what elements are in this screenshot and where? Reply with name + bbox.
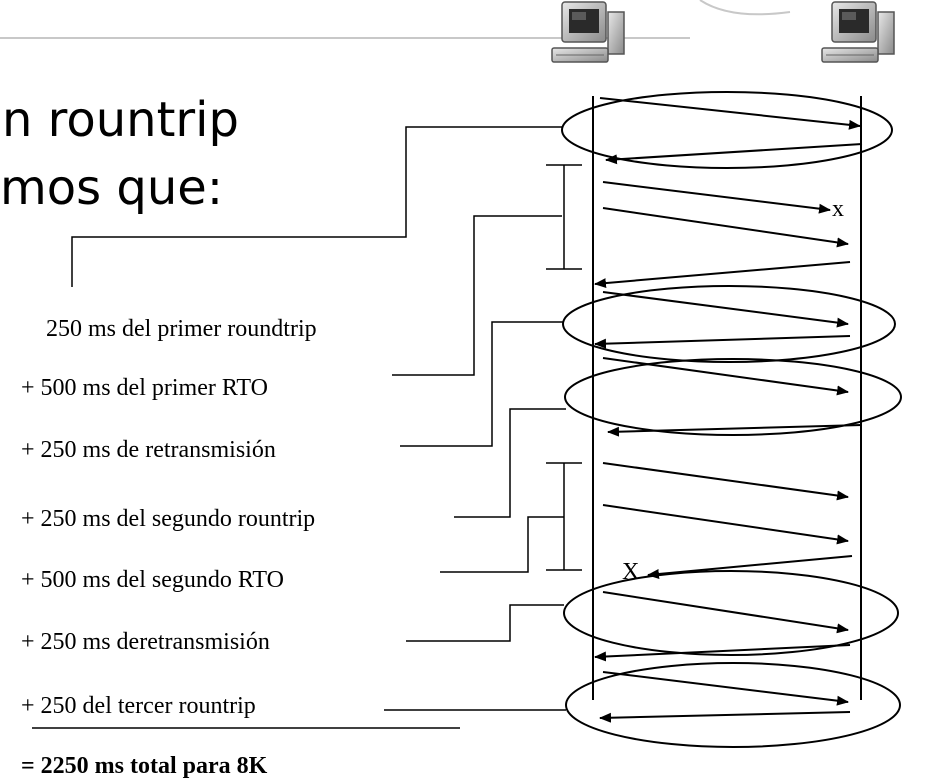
breakdown-item: + 250 ms deretransmisión bbox=[21, 629, 270, 655]
lost-segment-arrow bbox=[602, 181, 831, 214]
loss-marker: X bbox=[622, 559, 639, 585]
breakdown-item: + 250 del tercer rountrip bbox=[21, 693, 256, 719]
connector-rto-2 bbox=[440, 516, 564, 573]
segment-arrow bbox=[602, 291, 849, 328]
connector-rto-1 bbox=[392, 215, 562, 376]
computer-icon bbox=[821, 1, 895, 63]
connector-retransmission-1 bbox=[400, 321, 563, 447]
breakdown-item: + 250 ms de retransmisión bbox=[21, 437, 276, 463]
segment-arrow bbox=[602, 671, 849, 706]
title-line-2: mos que: bbox=[0, 160, 223, 216]
roundtrip-ellipse-4 bbox=[563, 570, 899, 656]
ack-arrow bbox=[594, 261, 851, 289]
roundtrip-ellipse-2 bbox=[562, 285, 896, 363]
breakdown-item: + 500 ms del segundo RTO bbox=[21, 567, 284, 593]
segment-arrow bbox=[602, 357, 849, 396]
slide-corner-arc bbox=[699, 0, 791, 16]
breakdown-item: + 250 ms del segundo rountrip bbox=[21, 506, 315, 532]
breakdown-item: + 500 ms del primer RTO bbox=[21, 375, 268, 401]
ack-arrow bbox=[594, 644, 851, 662]
connector-roundtrip-2 bbox=[454, 408, 566, 518]
ack-arrow bbox=[599, 711, 851, 723]
connector-retransmission-2 bbox=[406, 604, 564, 642]
ack-arrow bbox=[607, 424, 863, 437]
total-label: = 2250 ms total para 8K bbox=[21, 753, 268, 779]
loss-marker: x bbox=[832, 196, 844, 222]
title-line-1: n rountrip bbox=[2, 92, 239, 148]
roundtrip-ellipse-3 bbox=[564, 358, 902, 436]
segment-arrow bbox=[599, 97, 861, 130]
roundtrip-ellipse-1 bbox=[561, 91, 893, 169]
segment-arrow bbox=[602, 591, 849, 634]
breakdown-item: 250 ms del primer roundtrip bbox=[46, 316, 317, 342]
ack-arrow bbox=[605, 143, 863, 165]
lost-ack-arrow bbox=[647, 555, 853, 579]
roundtrip-ellipse-5 bbox=[565, 662, 901, 748]
segment-arrow bbox=[602, 462, 849, 501]
rto-bracket-1 bbox=[546, 164, 582, 270]
computer-icon bbox=[551, 1, 625, 63]
connector-roundtrip-1 bbox=[71, 126, 562, 287]
segment-arrow bbox=[602, 207, 849, 248]
ack-arrow bbox=[594, 335, 851, 349]
segment-arrow bbox=[602, 504, 849, 545]
